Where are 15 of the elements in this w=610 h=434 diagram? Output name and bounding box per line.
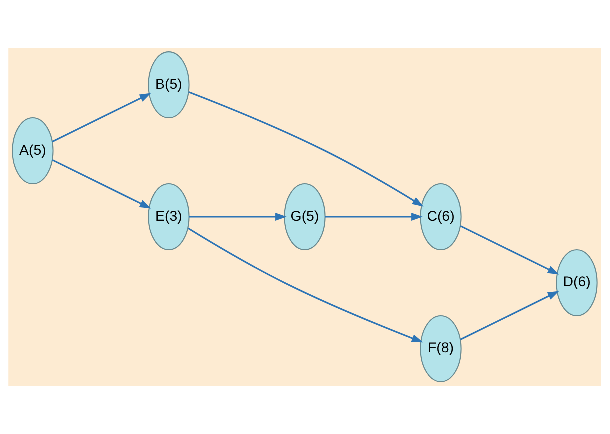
node-ellipse: D(6) bbox=[556, 249, 598, 316]
arrow bbox=[460, 225, 560, 275]
arrow bbox=[326, 213, 423, 221]
arrow bbox=[52, 93, 152, 143]
node-ellipse: F(8) bbox=[420, 315, 462, 382]
node-ellipse: E(3) bbox=[148, 184, 190, 250]
arrow bbox=[189, 213, 287, 221]
node-ellipse: G(5) bbox=[284, 184, 326, 250]
node-ellipse: A(5) bbox=[12, 118, 54, 185]
arrow bbox=[188, 228, 424, 343]
node-ellipse: B(5) bbox=[148, 52, 190, 119]
arrow bbox=[460, 291, 560, 340]
node-ellipse: C(6) bbox=[420, 184, 462, 250]
arrow bbox=[188, 92, 424, 207]
arrow bbox=[52, 159, 152, 209]
